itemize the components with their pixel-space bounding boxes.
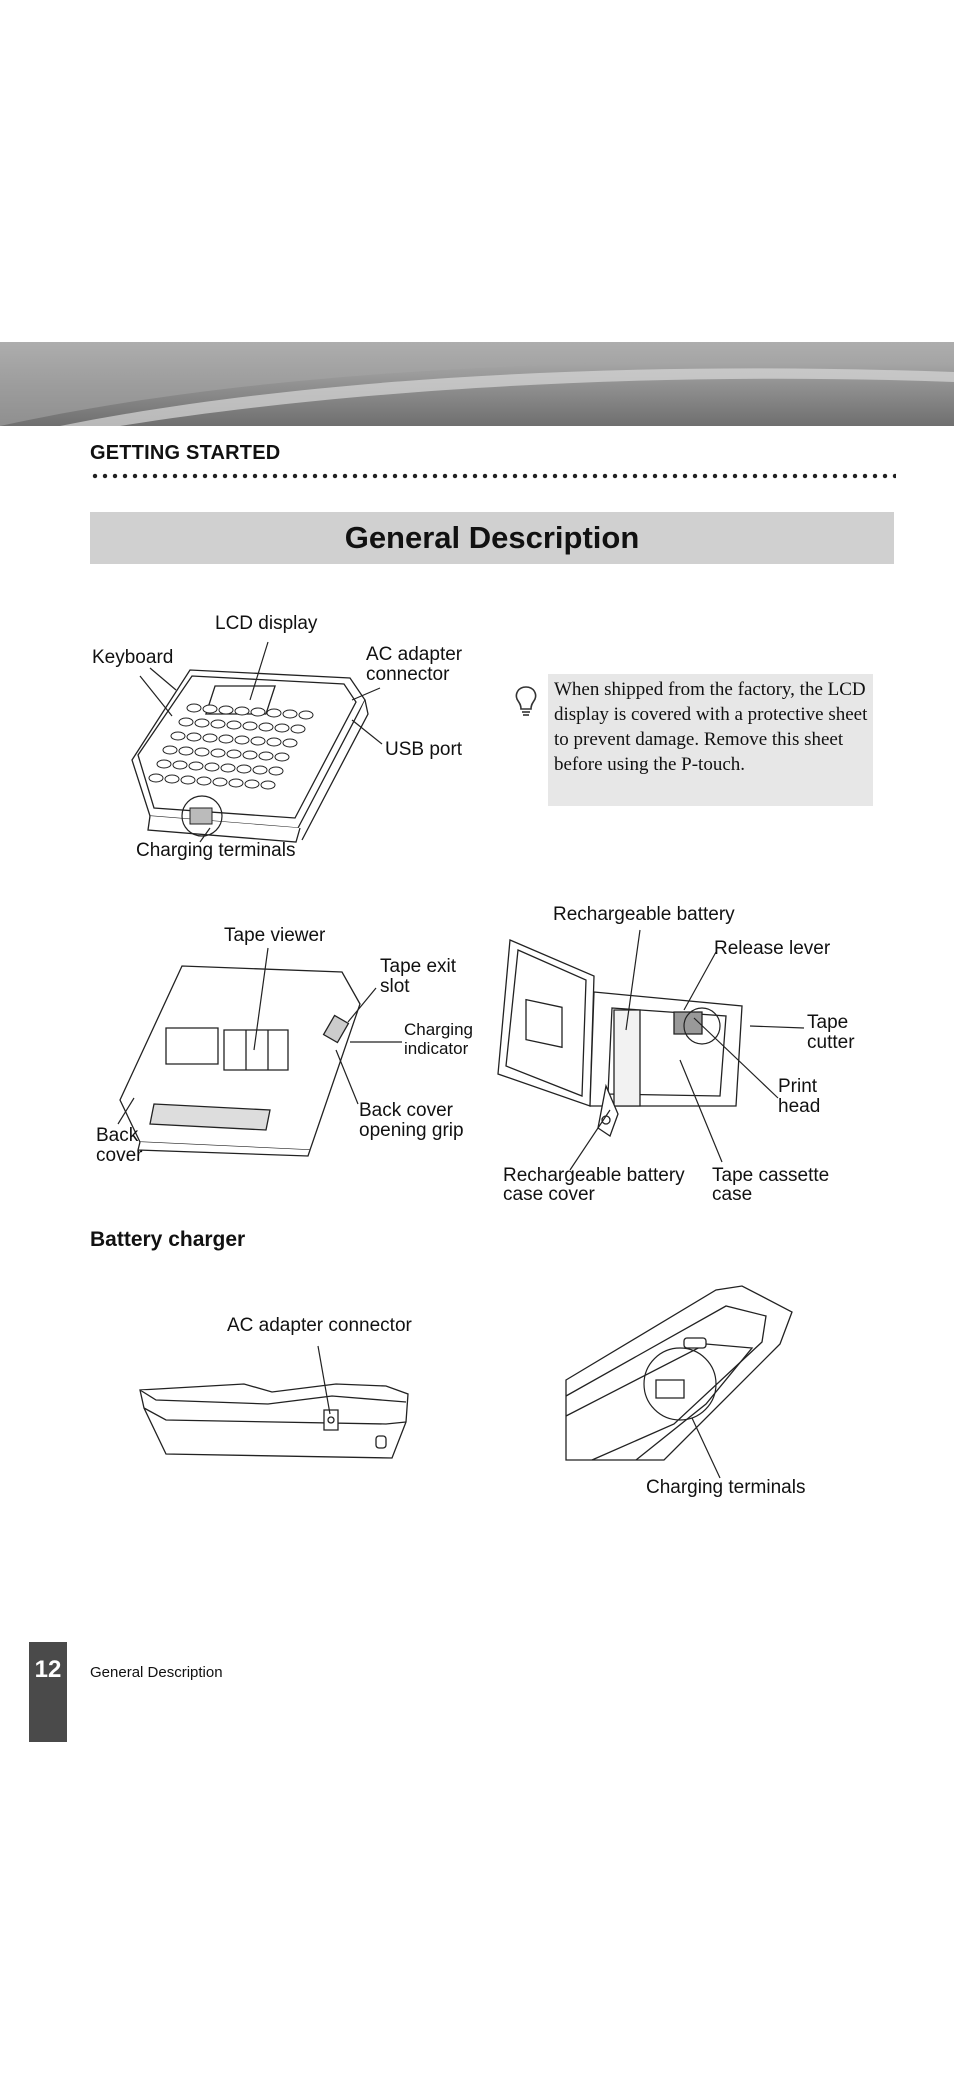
- label-tape-cassette-case-2: case: [712, 1184, 753, 1205]
- label-ac-adapter-connector-1: AC adapter: [366, 644, 463, 665]
- charger-side-illustration: [136, 1370, 416, 1460]
- back-view-leader-lines: [0, 0, 954, 1220]
- label-print-head-2: head: [778, 1096, 821, 1117]
- label-print-head-1: Print: [778, 1076, 818, 1097]
- label-tape-exit-slot-1: Tape exit: [380, 956, 457, 977]
- label-back-cover-opening-grip-1: Back cover: [359, 1100, 453, 1121]
- label-back-cover-2: cover: [96, 1145, 143, 1166]
- front-view-illustration: [120, 640, 380, 850]
- charger-top-leader-lines: [0, 0, 954, 1500]
- label-charger-ac-adapter-connector: AC adapter connector: [227, 1315, 412, 1336]
- battery-charger-heading: Battery charger: [90, 1228, 246, 1251]
- note-box: When shipped from the factory, the LCD d…: [548, 674, 873, 806]
- label-charger-charging-terminals: Charging terminals: [646, 1477, 806, 1498]
- lightbulb-icon: [515, 686, 537, 716]
- title-bar: General Description: [90, 512, 894, 564]
- label-back-cover-opening-grip-2: opening grip: [359, 1120, 464, 1141]
- banner-swoosh: [0, 342, 954, 426]
- label-usb-port: USB port: [385, 739, 463, 760]
- open-view-leader-lines: [0, 0, 954, 1220]
- label-charging-indicator-2: indicator: [404, 1039, 469, 1058]
- label-lcd-display: LCD display: [215, 613, 318, 634]
- section-title: GETTING STARTED: [90, 442, 281, 464]
- label-keyboard: Keyboard: [92, 647, 174, 668]
- page-title: General Description: [344, 520, 640, 555]
- charger-leader-line: [0, 0, 954, 1500]
- label-tape-exit-slot-2: slot: [380, 976, 410, 997]
- header-banner: [0, 342, 954, 426]
- label-battery-case-cover-2: case cover: [503, 1184, 595, 1205]
- label-release-lever: Release lever: [714, 938, 831, 959]
- front-view-leader-lines: [0, 0, 954, 900]
- label-rechargeable-battery: Rechargeable battery: [553, 904, 735, 925]
- label-ac-adapter-connector-2: connector: [366, 664, 450, 685]
- label-back-cover-1: Back: [96, 1125, 139, 1146]
- charger-top-illustration: [566, 1284, 806, 1464]
- label-tape-viewer: Tape viewer: [224, 925, 326, 946]
- label-charging-terminals: Charging terminals: [136, 840, 296, 861]
- label-tape-cutter-1: Tape: [807, 1012, 849, 1033]
- label-charging-indicator-1: Charging: [404, 1020, 473, 1039]
- page-number: 12: [34, 1656, 62, 1683]
- label-tape-cassette-case-1: Tape cassette: [712, 1165, 830, 1186]
- page-number-tab: [29, 1642, 67, 1742]
- label-battery-case-cover-1: Rechargeable battery: [503, 1165, 685, 1186]
- footer-text: General Description: [90, 1664, 223, 1681]
- dotted-divider: [90, 472, 896, 480]
- label-tape-cutter-2: cutter: [807, 1032, 855, 1053]
